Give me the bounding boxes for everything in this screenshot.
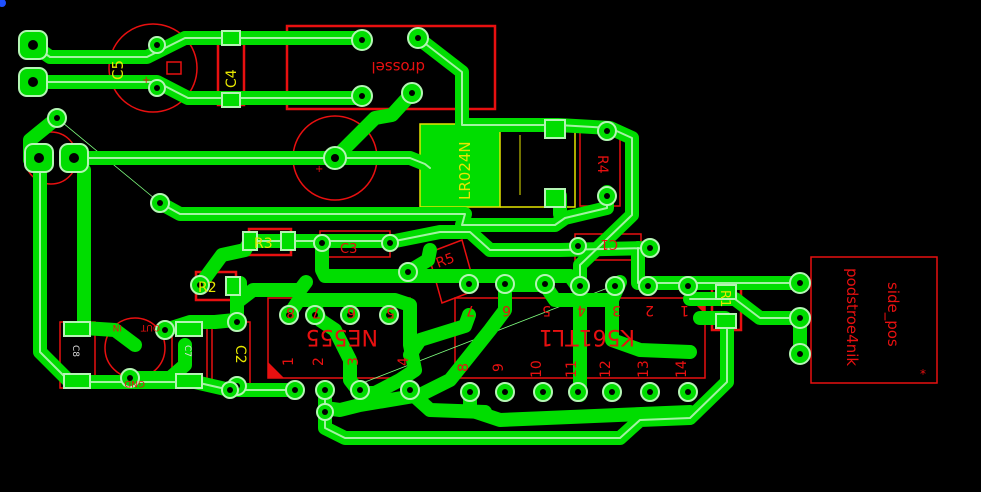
ne555-pin-3: 3 [346, 357, 362, 366]
pad-r3-1 [242, 231, 258, 251]
track-31 [605, 293, 697, 359]
ne555-pin-6: 6 [347, 304, 356, 320]
c3-label: C3 [340, 242, 357, 257]
ne555-pin-4: 4 [396, 357, 412, 366]
podstroe4nik-label: podstroe4nik [843, 268, 861, 366]
track-18 [403, 308, 476, 362]
ne555-pin-1: 1 [281, 357, 297, 366]
k561-pin-5: 5 [542, 302, 551, 318]
k561tl1-label: K561TL1 [539, 324, 635, 349]
ne555-pin-5: 5 [386, 304, 395, 320]
origin-marker [0, 0, 6, 7]
k561-pin-6: 6 [502, 302, 511, 318]
track-20 [318, 278, 512, 417]
labels-layer: C5 C4 drossel LR024N R4 R3 C3 C1 R5 R2 N… [70, 58, 926, 388]
reg-gnd-label: GND [124, 378, 145, 388]
pot-star: * [920, 367, 926, 381]
track-9 [153, 185, 614, 232]
pad-r1-2 [715, 313, 737, 329]
ne555-pin-8: 8 [286, 304, 295, 320]
k561-pin-12: 12 [598, 360, 614, 378]
k561-pin-14: 14 [674, 360, 690, 378]
track-1 [26, 31, 369, 64]
cap-mid-label: C7 [182, 345, 192, 357]
ne555-pin-7: 7 [312, 304, 321, 320]
pad-lr024n-1 [544, 119, 566, 139]
c5-label: C5 [109, 60, 127, 80]
k561-pin-13: 13 [636, 360, 652, 378]
k561-pin-8: 8 [456, 363, 472, 372]
k561-pin-2: 2 [645, 302, 654, 318]
pad-capl-2 [63, 373, 91, 389]
c4-label: C4 [224, 69, 240, 88]
r4-label: R4 [594, 155, 610, 174]
r2-label: R2 [198, 280, 217, 296]
ne555-pin-2: 2 [311, 357, 327, 366]
cap-left-label: C8 [70, 345, 80, 357]
podstroe4nik-outline [810, 256, 938, 384]
k561-pin-7: 7 [466, 302, 475, 318]
pad-r2-2 [225, 276, 241, 296]
r5-label: R5 [434, 250, 457, 271]
pad-r3-2 [280, 231, 296, 251]
k561-pin-3: 3 [612, 302, 621, 318]
c5-marker [166, 61, 182, 75]
c1-label: C1 [601, 236, 618, 251]
r3-label: R3 [254, 236, 273, 252]
cap-large-plus: + [315, 164, 323, 175]
ne555-label: NE555 [306, 324, 378, 349]
k561-pin-1: 1 [680, 302, 689, 318]
pads [18, 27, 811, 421]
pad-c4-2 [221, 92, 241, 108]
c5-outline [108, 23, 198, 113]
reg-in-label: IN [113, 322, 122, 332]
side-pos-label: side_pos [883, 282, 902, 347]
k561-pin-9: 9 [491, 363, 507, 372]
c5-plus: + [142, 75, 150, 86]
track-8 [67, 151, 142, 352]
ne555-pin1-mark [268, 362, 284, 378]
k561-pin-10: 10 [529, 360, 545, 378]
pad-r1-1 [715, 284, 737, 300]
pad-c4-1 [221, 30, 241, 46]
c2-label: C2 [232, 345, 248, 364]
lr024n-label: LR024N [456, 141, 474, 200]
reg-out-label: OUT [140, 322, 160, 332]
pad-capl-1 [63, 321, 91, 337]
track-27 [123, 338, 192, 385]
pad-lr024n-3 [544, 188, 566, 208]
r1-label: R1 [717, 290, 732, 307]
pad-capm-1 [175, 321, 203, 337]
track-4 [328, 86, 419, 165]
drossel-label: drossel [371, 58, 425, 76]
pad-capm-2 [175, 373, 203, 389]
track-22 [631, 241, 807, 290]
track-30 [403, 385, 492, 419]
k561-pin-11: 11 [564, 360, 580, 378]
k561-pin-4: 4 [577, 302, 586, 318]
track-17 [282, 293, 422, 400]
track-2 [26, 75, 369, 105]
